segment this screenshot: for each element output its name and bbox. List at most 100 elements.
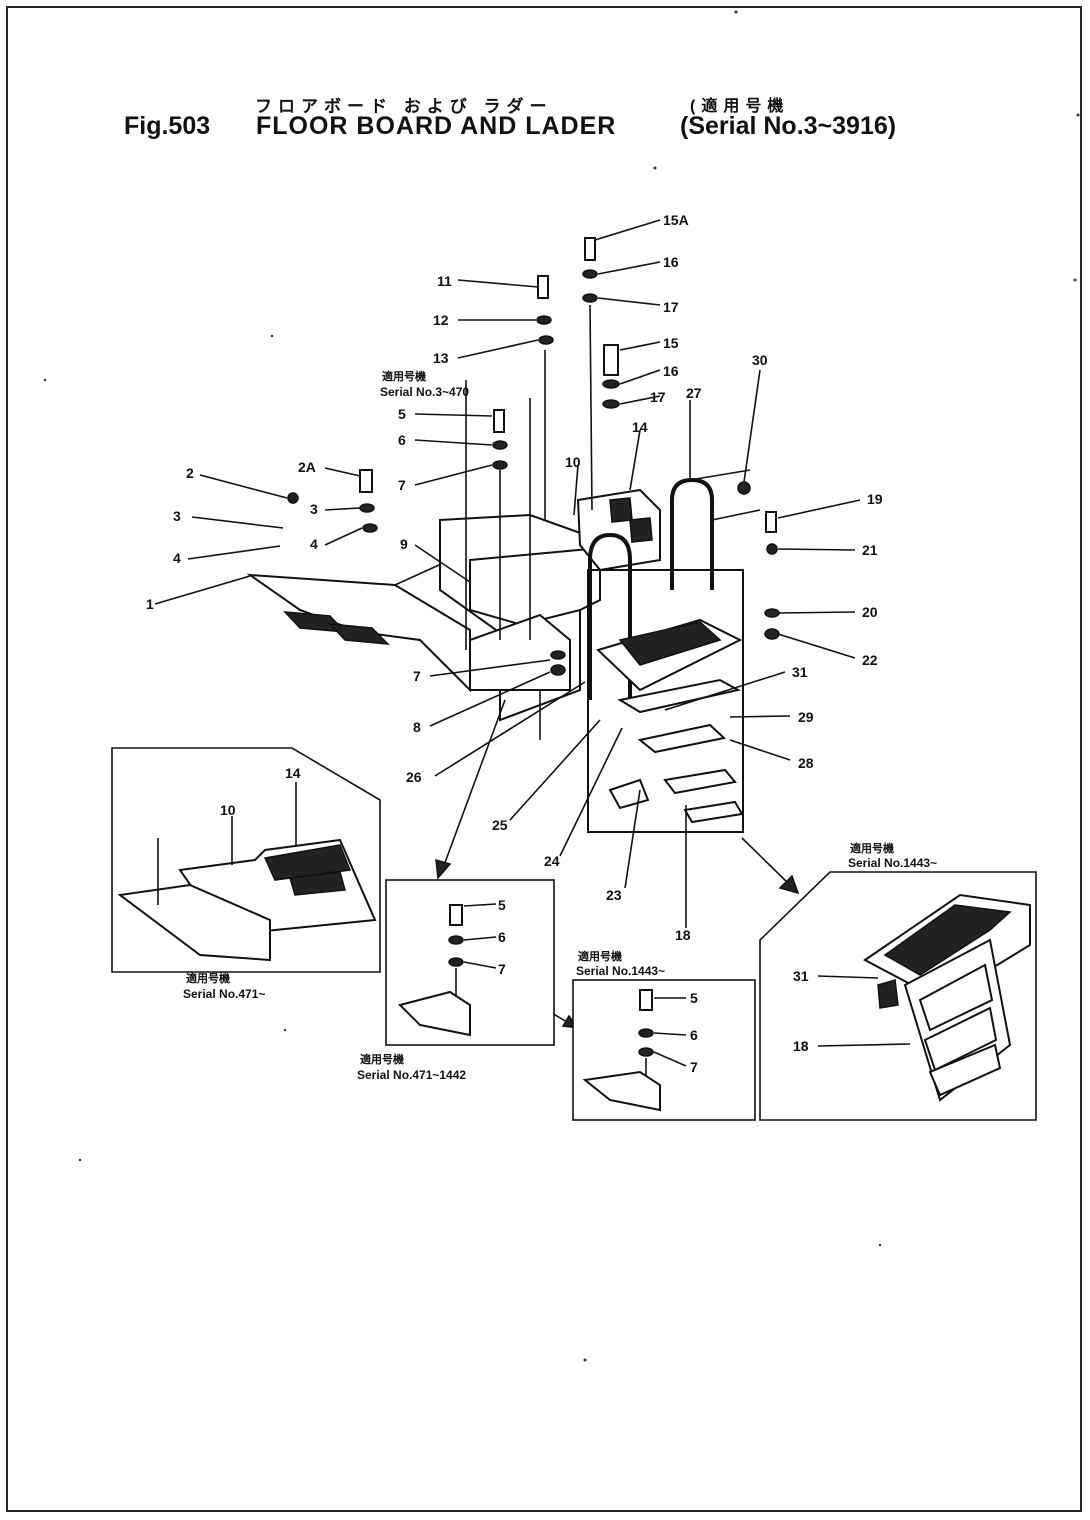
callout-17: 17 — [663, 299, 679, 315]
callout-2a: 2A — [298, 459, 316, 475]
washer-4 — [362, 523, 378, 533]
washer-22 — [764, 628, 780, 640]
callout-22: 22 — [862, 652, 878, 668]
callout-labels: 15A 16 17 11 12 13 15 16 17 27 30 14 10 … — [146, 212, 883, 1075]
nut-30 — [737, 481, 751, 495]
note-jp-471-1442: 適用号機 — [360, 1052, 404, 1066]
nut-21 — [766, 543, 778, 555]
ladder-handrail — [588, 469, 761, 700]
callout-31: 31 — [792, 664, 808, 680]
callout-15: 15 — [663, 335, 679, 351]
detail-ladder-callout-31: 31 — [793, 968, 809, 984]
callout-30: 30 — [752, 352, 768, 368]
detail-box-serial-471-1442 — [385, 879, 555, 1046]
detail-box-serial-1443-small — [572, 979, 756, 1121]
inset-callout-10: 10 — [220, 802, 236, 818]
washer-17 — [582, 293, 598, 303]
note-jp-471: 適用号機 — [186, 971, 230, 985]
serial-applicability-japanese: (適用号機 — [690, 98, 790, 115]
washer-12 — [536, 315, 552, 325]
callout-9: 9 — [400, 536, 408, 552]
serial-applicability: (Serial No.3~3916) — [680, 112, 897, 140]
detail-small-callout-5: 5 — [690, 990, 698, 1006]
detail-small-callout-6: 6 — [690, 1027, 698, 1043]
callout-4: 4 — [173, 550, 181, 566]
callout-7b: 7 — [413, 668, 421, 684]
washer-7c — [550, 650, 566, 660]
callout-16b: 16 — [663, 363, 679, 379]
callout-1: 1 — [146, 596, 154, 612]
bolt-5 — [493, 409, 505, 433]
callout-29: 29 — [798, 709, 814, 725]
detail-ladder-callout-18: 18 — [793, 1038, 809, 1054]
callout-16: 16 — [663, 254, 679, 270]
detail-box-serial-471 — [111, 747, 381, 973]
callout-25: 25 — [492, 817, 508, 833]
bolt-2a — [359, 469, 373, 493]
detail-arrow-serial-471-1442 — [435, 699, 506, 880]
ladder-step-bracket — [469, 613, 571, 691]
callout-4b: 4 — [310, 536, 318, 552]
note-jp-3-470: 適用号機 — [382, 369, 426, 383]
callout-28: 28 — [798, 755, 814, 771]
floor-board-bracket — [576, 488, 661, 572]
detail-arrow-serial-1443 — [741, 837, 800, 895]
serial-notes: 適用号機 Serial No.3~470 適用号機 Serial No.471~… — [183, 369, 937, 1082]
bolt-19 — [765, 511, 777, 533]
callout-8: 8 — [413, 719, 421, 735]
callout-27: 27 — [686, 385, 702, 401]
washer-13 — [538, 335, 554, 345]
callout-26: 26 — [406, 769, 422, 785]
sheet-frame — [6, 6, 1082, 1512]
inset-callout-14: 14 — [285, 765, 301, 781]
title-japanese: フロアボード および ラダー — [255, 97, 553, 116]
callout-7: 7 — [398, 477, 406, 493]
detail-callout-5: 5 — [498, 897, 506, 913]
washer-3 — [359, 503, 375, 513]
detail-callout-7: 7 — [498, 961, 506, 977]
detail-box-serial-1443-ladder — [759, 871, 1037, 1121]
callout-2: 2 — [186, 465, 194, 481]
callout-23: 23 — [606, 887, 622, 903]
callout-15a: 15A — [663, 212, 689, 228]
scan-specks — [43, 10, 1080, 1362]
floor-board-left — [246, 559, 471, 693]
detail-callout-6: 6 — [498, 929, 506, 945]
callout-6: 6 — [398, 432, 406, 448]
detail-small-callout-7: 7 — [690, 1059, 698, 1075]
callout-13: 13 — [433, 350, 449, 366]
callout-3b: 3 — [310, 501, 318, 517]
note-serial-1443b: Serial No.1443~ — [848, 856, 937, 870]
washer-8 — [550, 664, 566, 676]
diagram-title: FLOOR BOARD AND LADER — [256, 112, 617, 140]
figure-number: Fig.503 — [124, 112, 211, 140]
note-serial-471: Serial No.471~ — [183, 987, 265, 1001]
washer-16b — [602, 379, 620, 389]
bolt-15 — [603, 344, 619, 376]
note-serial-3-470: Serial No.3~470 — [380, 385, 469, 399]
callout-3: 3 — [173, 508, 181, 524]
washer-6 — [492, 440, 508, 450]
washer-7 — [492, 460, 508, 470]
washer-17b — [602, 399, 620, 409]
leader-lines-main — [154, 219, 861, 928]
callout-20: 20 — [862, 604, 878, 620]
callout-18: 18 — [675, 927, 691, 943]
callout-11: 11 — [437, 273, 452, 289]
callout-10: 10 — [565, 454, 581, 470]
washer-20 — [764, 608, 780, 618]
nut-2 — [287, 492, 299, 504]
washer-16 — [582, 269, 598, 279]
ladder-frame — [587, 569, 744, 833]
callout-21: 21 — [862, 542, 878, 558]
callout-24: 24 — [544, 853, 560, 869]
bolt-15a — [584, 237, 596, 261]
note-serial-471-1442: Serial No.471~1442 — [357, 1068, 466, 1082]
note-jp-1443b: 適用号機 — [850, 841, 894, 855]
callout-14: 14 — [632, 419, 648, 435]
callout-5: 5 — [398, 406, 406, 422]
note-jp-1443a: 適用号機 — [578, 949, 622, 963]
bolt-11 — [537, 275, 549, 299]
